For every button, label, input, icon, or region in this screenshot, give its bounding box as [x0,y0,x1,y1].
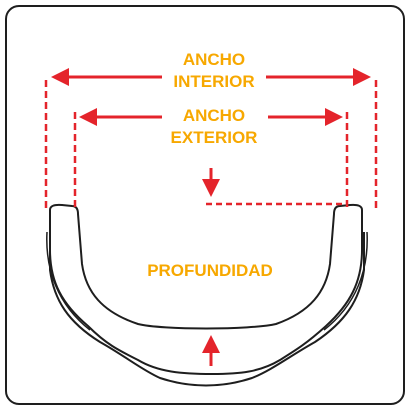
label-ancho-interior-2: INTERIOR [173,72,254,91]
pad-shape [46,203,368,387]
dimension-lines [44,68,378,366]
label-profundidad: PROFUNDIDAD [147,261,273,280]
label-ancho-exterior-1: ANCHO [183,106,245,125]
label-ancho-exterior-2: EXTERIOR [171,128,258,147]
dimension-labels: ANCHO INTERIOR ANCHO EXTERIOR PROFUNDIDA… [147,50,273,280]
label-ancho-interior-1: ANCHO [183,50,245,69]
pad-front-face [49,203,363,375]
